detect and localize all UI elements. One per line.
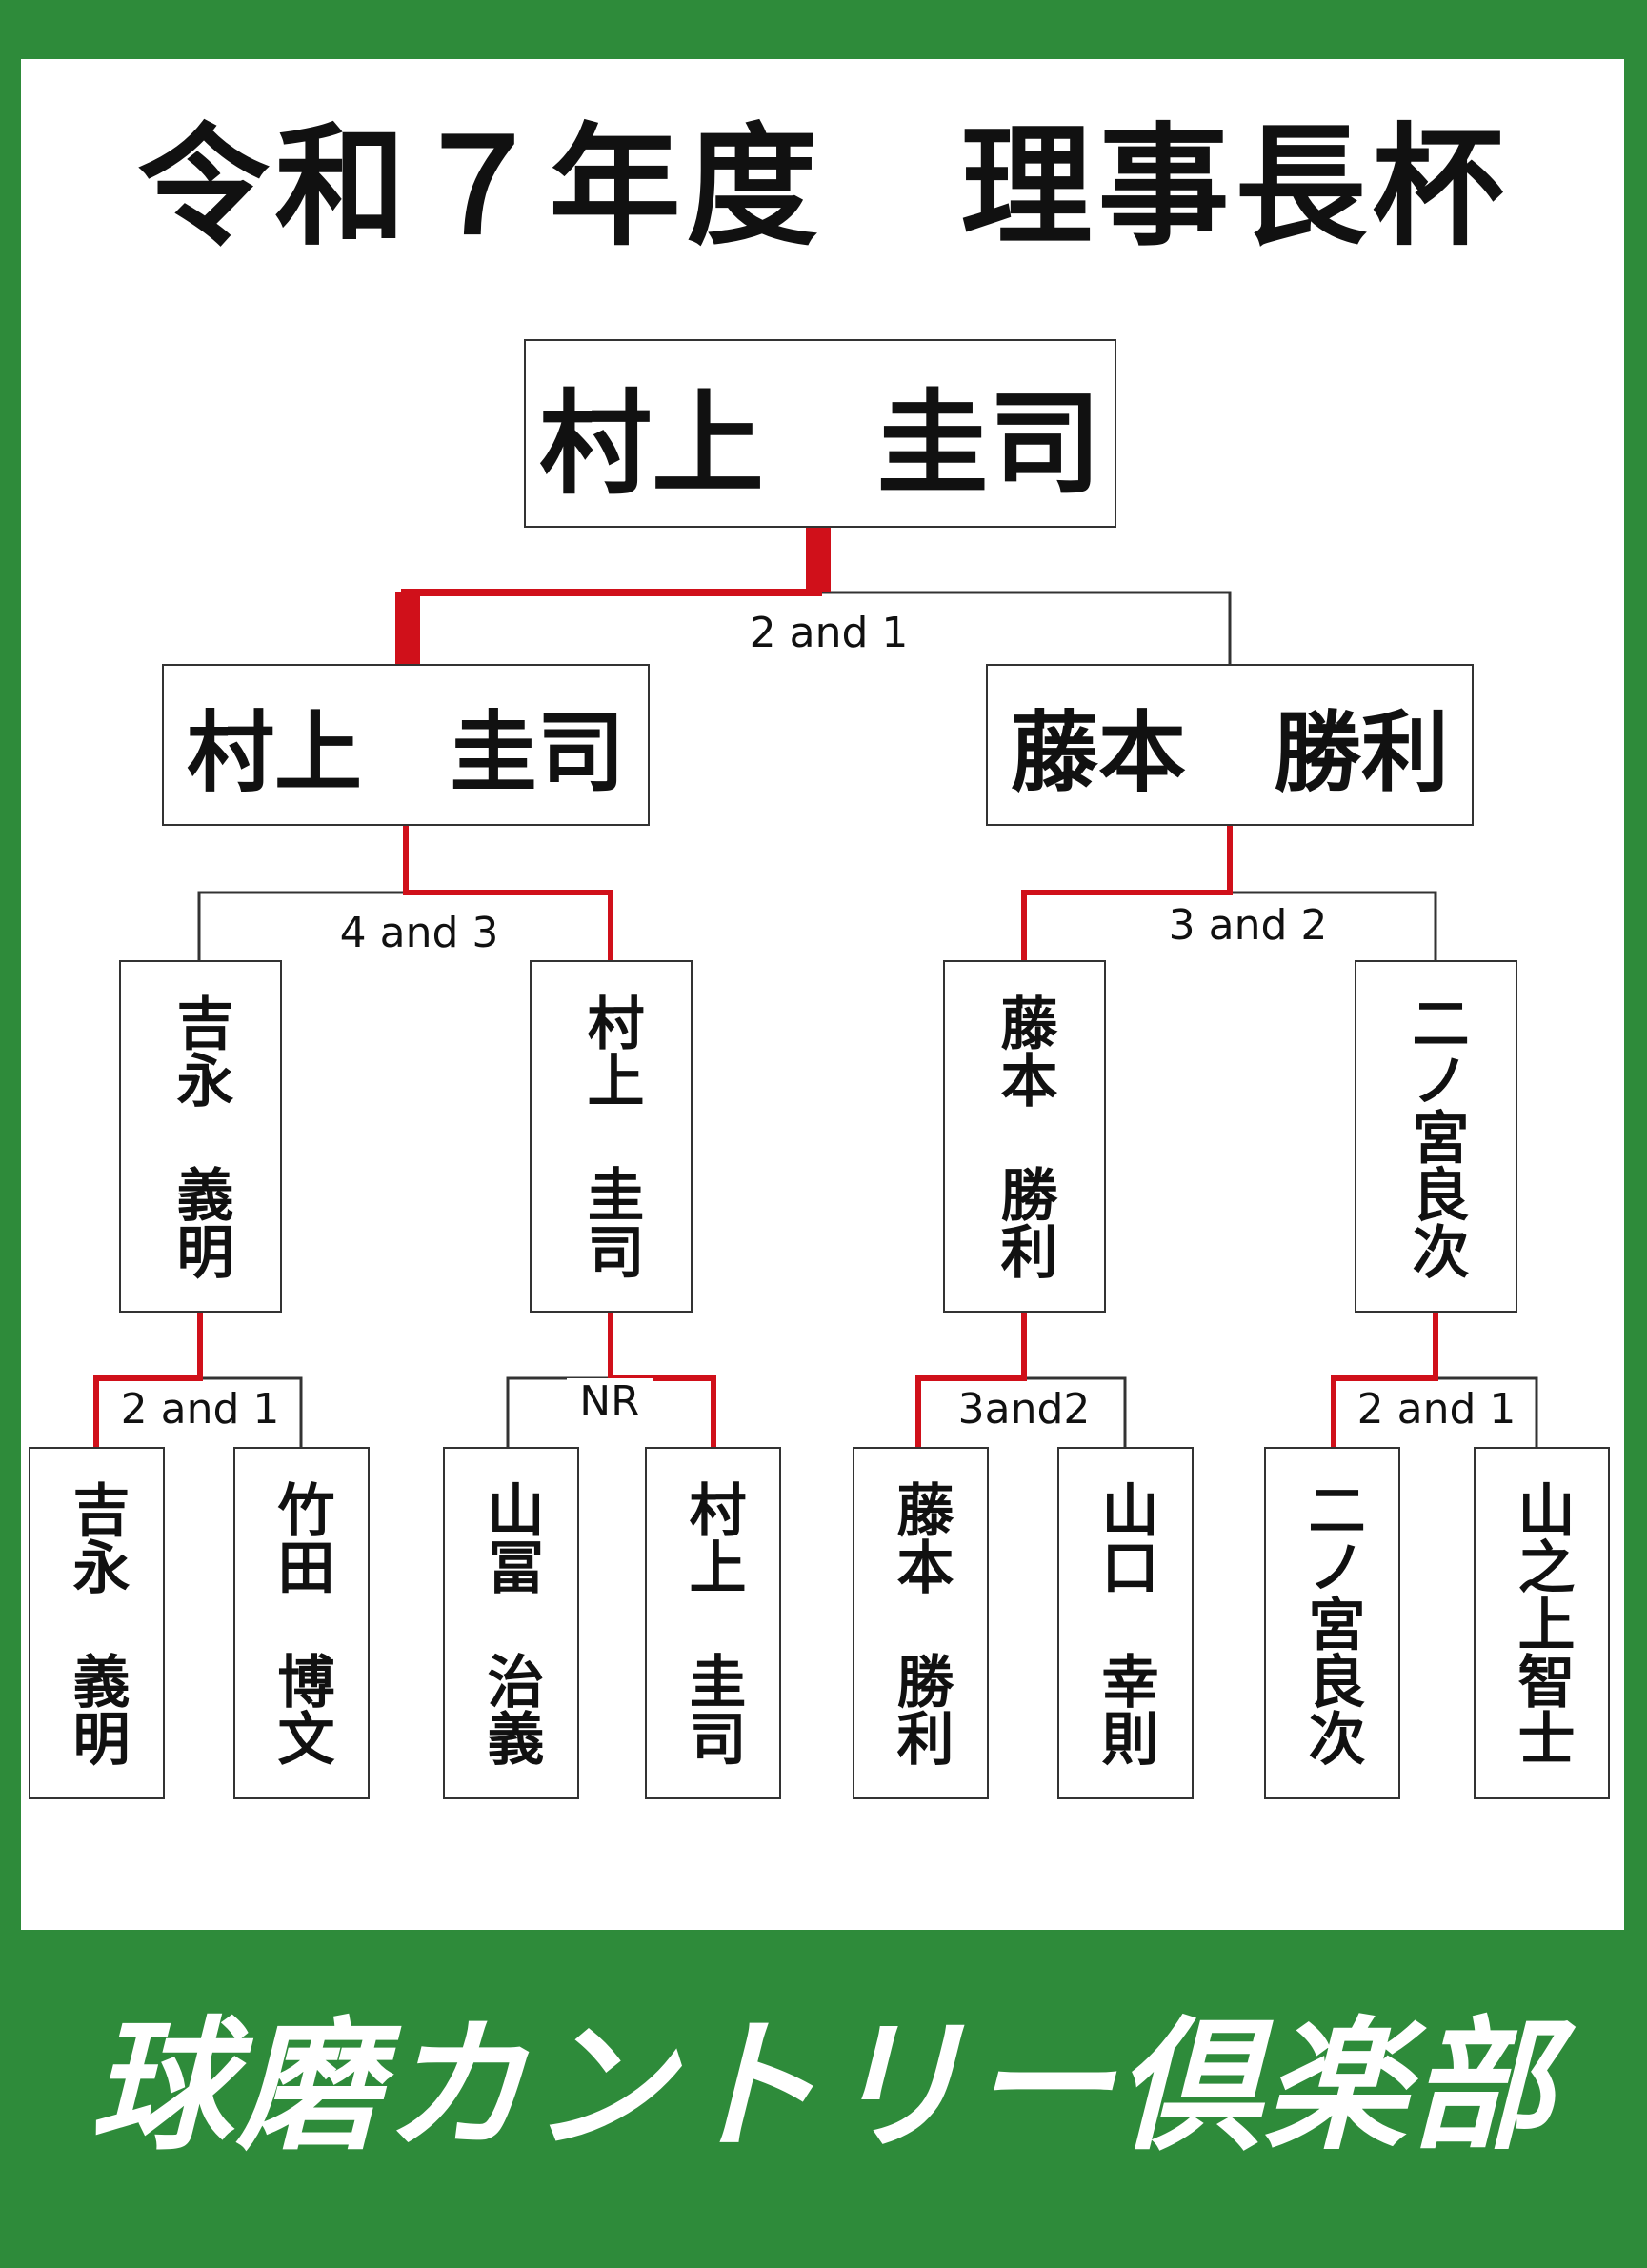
champion-name: 村上 圭司: [538, 377, 1101, 510]
semifinal-score: 3 and 2: [1153, 902, 1343, 950]
semifinal-box: 藤本 勝利: [943, 960, 1106, 1313]
quarterfinal-box: 山之上智士: [1474, 1447, 1610, 1799]
quarterfinal-score: 2 and 1: [114, 1386, 286, 1434]
winner-line: [395, 592, 420, 664]
club-logo-text: 球磨カントリー倶楽部: [90, 2002, 1557, 2170]
winner-line: [1331, 1313, 1438, 1447]
final-right-box: 藤本 勝利: [986, 664, 1474, 826]
winner-line: [806, 528, 831, 592]
champion-box: 村上 圭司: [524, 339, 1116, 528]
quarterfinal-name: 山冨 治義: [477, 1480, 544, 1766]
quarterfinal-name: 山口 幸則: [1092, 1480, 1158, 1766]
quarterfinal-name: 竹田 博文: [268, 1480, 334, 1766]
winner-line: [608, 1313, 716, 1447]
semifinal-name: 吉永 義明: [167, 994, 233, 1279]
quarterfinal-name: 村上 圭司: [679, 1480, 746, 1766]
quarterfinal-name: 二ノ宮良次: [1298, 1480, 1365, 1766]
semifinal-box: 吉永 義明: [119, 960, 282, 1313]
quarterfinal-name: 吉永 義明: [63, 1480, 130, 1766]
quarterfinal-score: 3and2: [943, 1386, 1105, 1434]
final-right-name: 藤本 勝利: [1010, 701, 1449, 804]
quarterfinal-name: 藤本 勝利: [887, 1480, 954, 1766]
semifinal-box: 二ノ宮良次: [1355, 960, 1517, 1313]
quarterfinal-box: 村上 圭司: [645, 1447, 781, 1799]
bracket-line: [1230, 891, 1437, 960]
quarterfinal-score: NR: [567, 1378, 653, 1426]
semifinal-name: 藤本 勝利: [991, 994, 1057, 1279]
semifinal-name: 二ノ宮良次: [1402, 994, 1469, 1279]
winner-line: [403, 826, 613, 960]
quarterfinal-name: 山之上智士: [1508, 1480, 1575, 1766]
winner-line: [1021, 826, 1233, 960]
final-left-name: 村上 圭司: [186, 701, 625, 804]
quarterfinal-box: 二ノ宮良次: [1264, 1447, 1400, 1799]
quarterfinal-box: 藤本 勝利: [853, 1447, 989, 1799]
quarterfinal-box: 吉永 義明: [29, 1447, 165, 1799]
page-title: 令和７年度 理事長杯: [137, 110, 1510, 264]
final-left-box: 村上 圭司: [162, 664, 650, 826]
quarterfinal-score: 2 and 1: [1351, 1386, 1522, 1434]
winner-line: [915, 1313, 1027, 1447]
semifinal-score: 4 and 3: [324, 910, 514, 957]
semifinal-name: 村上 圭司: [577, 994, 644, 1279]
quarterfinal-box: 竹田 博文: [233, 1447, 370, 1799]
winner-line: [93, 1313, 203, 1447]
semifinal-box: 村上 圭司: [530, 960, 693, 1313]
final-score: 2 and 1: [724, 610, 934, 657]
quarterfinal-box: 山冨 治義: [443, 1447, 579, 1799]
quarterfinal-box: 山口 幸則: [1057, 1447, 1194, 1799]
